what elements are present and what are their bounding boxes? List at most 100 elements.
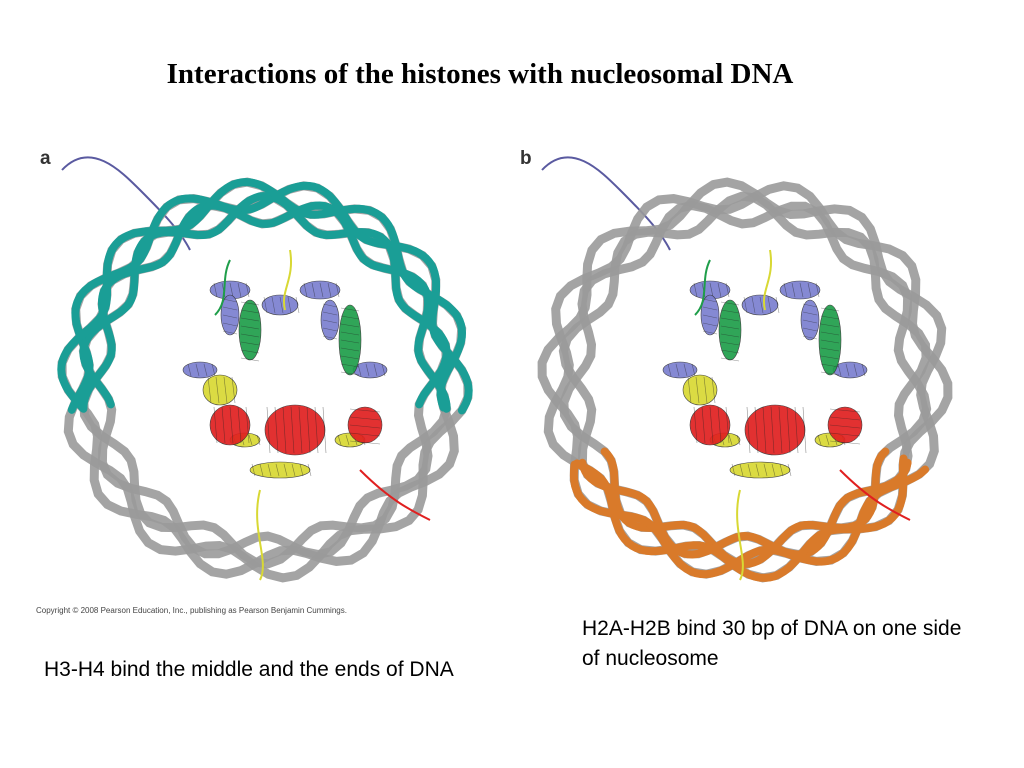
helix-coil-line [256, 434, 261, 446]
helix-coil-line [779, 463, 784, 477]
helix-coil-line [298, 406, 303, 454]
helix-coil-line [215, 376, 220, 404]
histone-helix [261, 294, 299, 316]
helix-coil-line [345, 434, 350, 446]
helix-coil-line [771, 463, 776, 477]
helix-coil-line [306, 406, 311, 454]
helix-coil-line [820, 371, 840, 376]
histone-tail [763, 249, 772, 311]
caption-panel-a: H3-H4 bind the middle and the ends of DN… [44, 658, 454, 681]
histone-tail [839, 469, 911, 521]
helix-coil-line [767, 296, 772, 314]
helix-coil-line [720, 349, 740, 354]
histone-helix [209, 404, 251, 446]
histone-helix [238, 299, 262, 361]
helix-coil-line [702, 330, 718, 335]
helix-coil-line [695, 376, 700, 404]
helix-coil-line [222, 322, 238, 327]
helix-coil-line [223, 376, 228, 404]
dna-highlight-strand [67, 194, 242, 414]
helix-coil-line [287, 296, 292, 314]
helix-coil-line [240, 317, 260, 322]
helix-coil-line [725, 282, 730, 298]
histone-helix [338, 304, 362, 376]
helix-coil-line [687, 376, 692, 404]
histone-helix [182, 361, 218, 379]
helix-coil-line [829, 416, 861, 421]
helix-coil-line [275, 463, 280, 477]
histone-tail [736, 489, 744, 581]
helix-coil-line [340, 315, 360, 320]
helix-coil-line [263, 296, 268, 314]
helix-coil-line [322, 303, 338, 308]
nucleosome-structure-a [57, 156, 473, 583]
dna-highlight-strand [229, 177, 467, 412]
helix-coil-line [820, 323, 840, 328]
helix-coil-line [203, 363, 208, 377]
helix-coil-line [251, 463, 256, 477]
helix-coil-line [340, 323, 360, 328]
helix-coil-line [791, 282, 796, 298]
helix-coil-line [291, 463, 296, 477]
helix-coil-line [747, 463, 752, 477]
helix-coil-line [248, 434, 253, 446]
helix-coil-line [187, 363, 192, 377]
helix-coil-line [736, 434, 741, 446]
helix-coil-line [703, 376, 708, 404]
helix-coil-line [720, 301, 740, 306]
helix-coil-line [240, 325, 260, 330]
helix-coil-line [683, 363, 688, 377]
histone-helix [320, 299, 340, 341]
helix-coil-line [778, 406, 783, 454]
histone-helix [682, 374, 718, 406]
helix-coil-line [259, 463, 264, 477]
helix-coil-line [240, 357, 260, 362]
helix-coil-line [802, 406, 807, 454]
histone-tail [359, 469, 431, 521]
helix-coil-line [267, 463, 272, 477]
helix-coil-line [802, 335, 818, 340]
slide-title: Interactions of the histones with nucleo… [166, 58, 794, 90]
histone-tail [214, 259, 231, 316]
helix-coil-line [720, 341, 740, 346]
helix-coil-line [222, 298, 238, 303]
histone-helix [800, 299, 820, 341]
dna-highlight-strand [569, 460, 930, 579]
caption-panel-b: H2A-H2B bind 30 bp of DNA on one side of… [582, 617, 962, 670]
helix-coil-line [340, 331, 360, 336]
helix-coil-line [739, 463, 744, 477]
helix-coil-line [231, 376, 236, 404]
helix-coil-line [349, 408, 381, 413]
helix-coil-line [373, 363, 378, 377]
helix-coil-line [746, 406, 751, 454]
helix-coil-line [853, 363, 858, 377]
helix-coil-line [340, 339, 360, 344]
helix-coil-line [845, 363, 850, 377]
helix-coil-line [279, 296, 284, 314]
helix-coil-line [322, 311, 338, 316]
helix-coil-line [820, 339, 840, 344]
histone-helix [689, 404, 731, 446]
helix-coil-line [759, 296, 764, 314]
helix-coil-line [807, 282, 812, 298]
helix-coil-line [195, 363, 200, 377]
helix-coil-line [207, 376, 212, 404]
helix-coil-line [731, 463, 736, 477]
helix-coil-line [290, 406, 295, 454]
helix-coil-line [755, 463, 760, 477]
helix-coil-line [322, 335, 338, 340]
helix-coil-line [327, 282, 332, 298]
helix-coil-line [711, 376, 716, 404]
nucleosome-panel-b: b [510, 140, 990, 600]
panel-letter-b: b [520, 148, 532, 169]
helix-coil-line [237, 282, 242, 298]
helix-coil-line [691, 363, 696, 377]
helix-coil-line [240, 341, 260, 346]
helix-coil-line [717, 282, 722, 298]
helix-coil-line [335, 282, 340, 298]
histone-helix [662, 361, 698, 379]
dna-highlight-strand [79, 205, 243, 409]
helix-coil-line [720, 333, 740, 338]
helix-coil-line [221, 406, 226, 444]
helix-coil-line [303, 282, 308, 298]
